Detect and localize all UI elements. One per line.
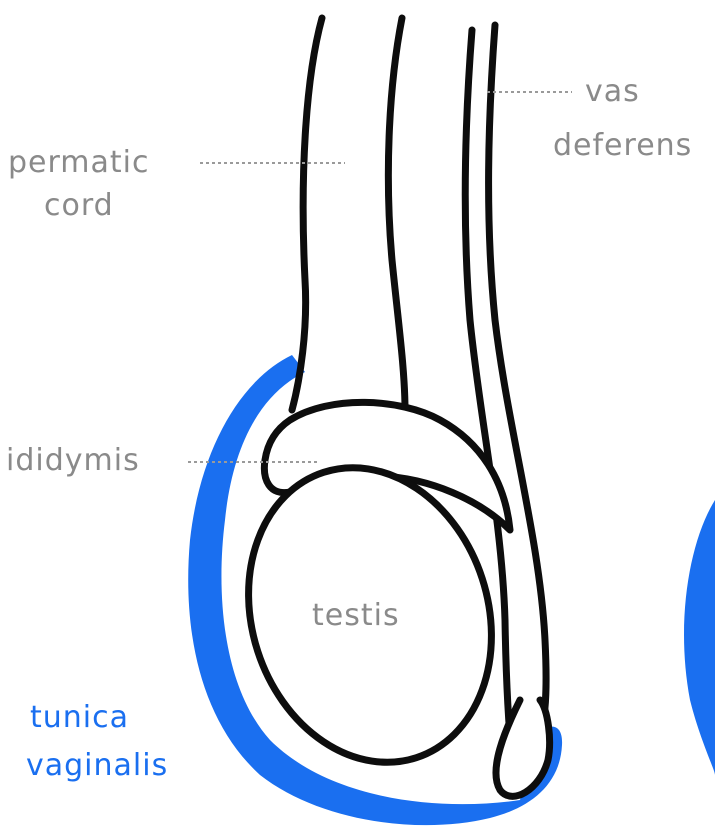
tunica-vaginalis-label-line2: vaginalis [26, 748, 168, 784]
spermatic-cord-label-line2: cord [44, 188, 114, 224]
spermatic-cord-inner-edge [388, 18, 405, 410]
spermatic-cord-left-edge [292, 18, 322, 410]
vas-deferens-label-line2: deferens [553, 128, 692, 164]
testis-label: testis [312, 598, 400, 634]
tunica-vaginalis-right-shape [684, 500, 715, 775]
vas-deferens-right-line [489, 25, 547, 738]
epididymis-label: ididymis [6, 443, 140, 479]
vas-deferens-label-line1: vas [585, 74, 640, 110]
tunica-vaginalis-label-line1: tunica [30, 700, 129, 736]
spermatic-cord-label-line1: permatic [8, 145, 150, 181]
